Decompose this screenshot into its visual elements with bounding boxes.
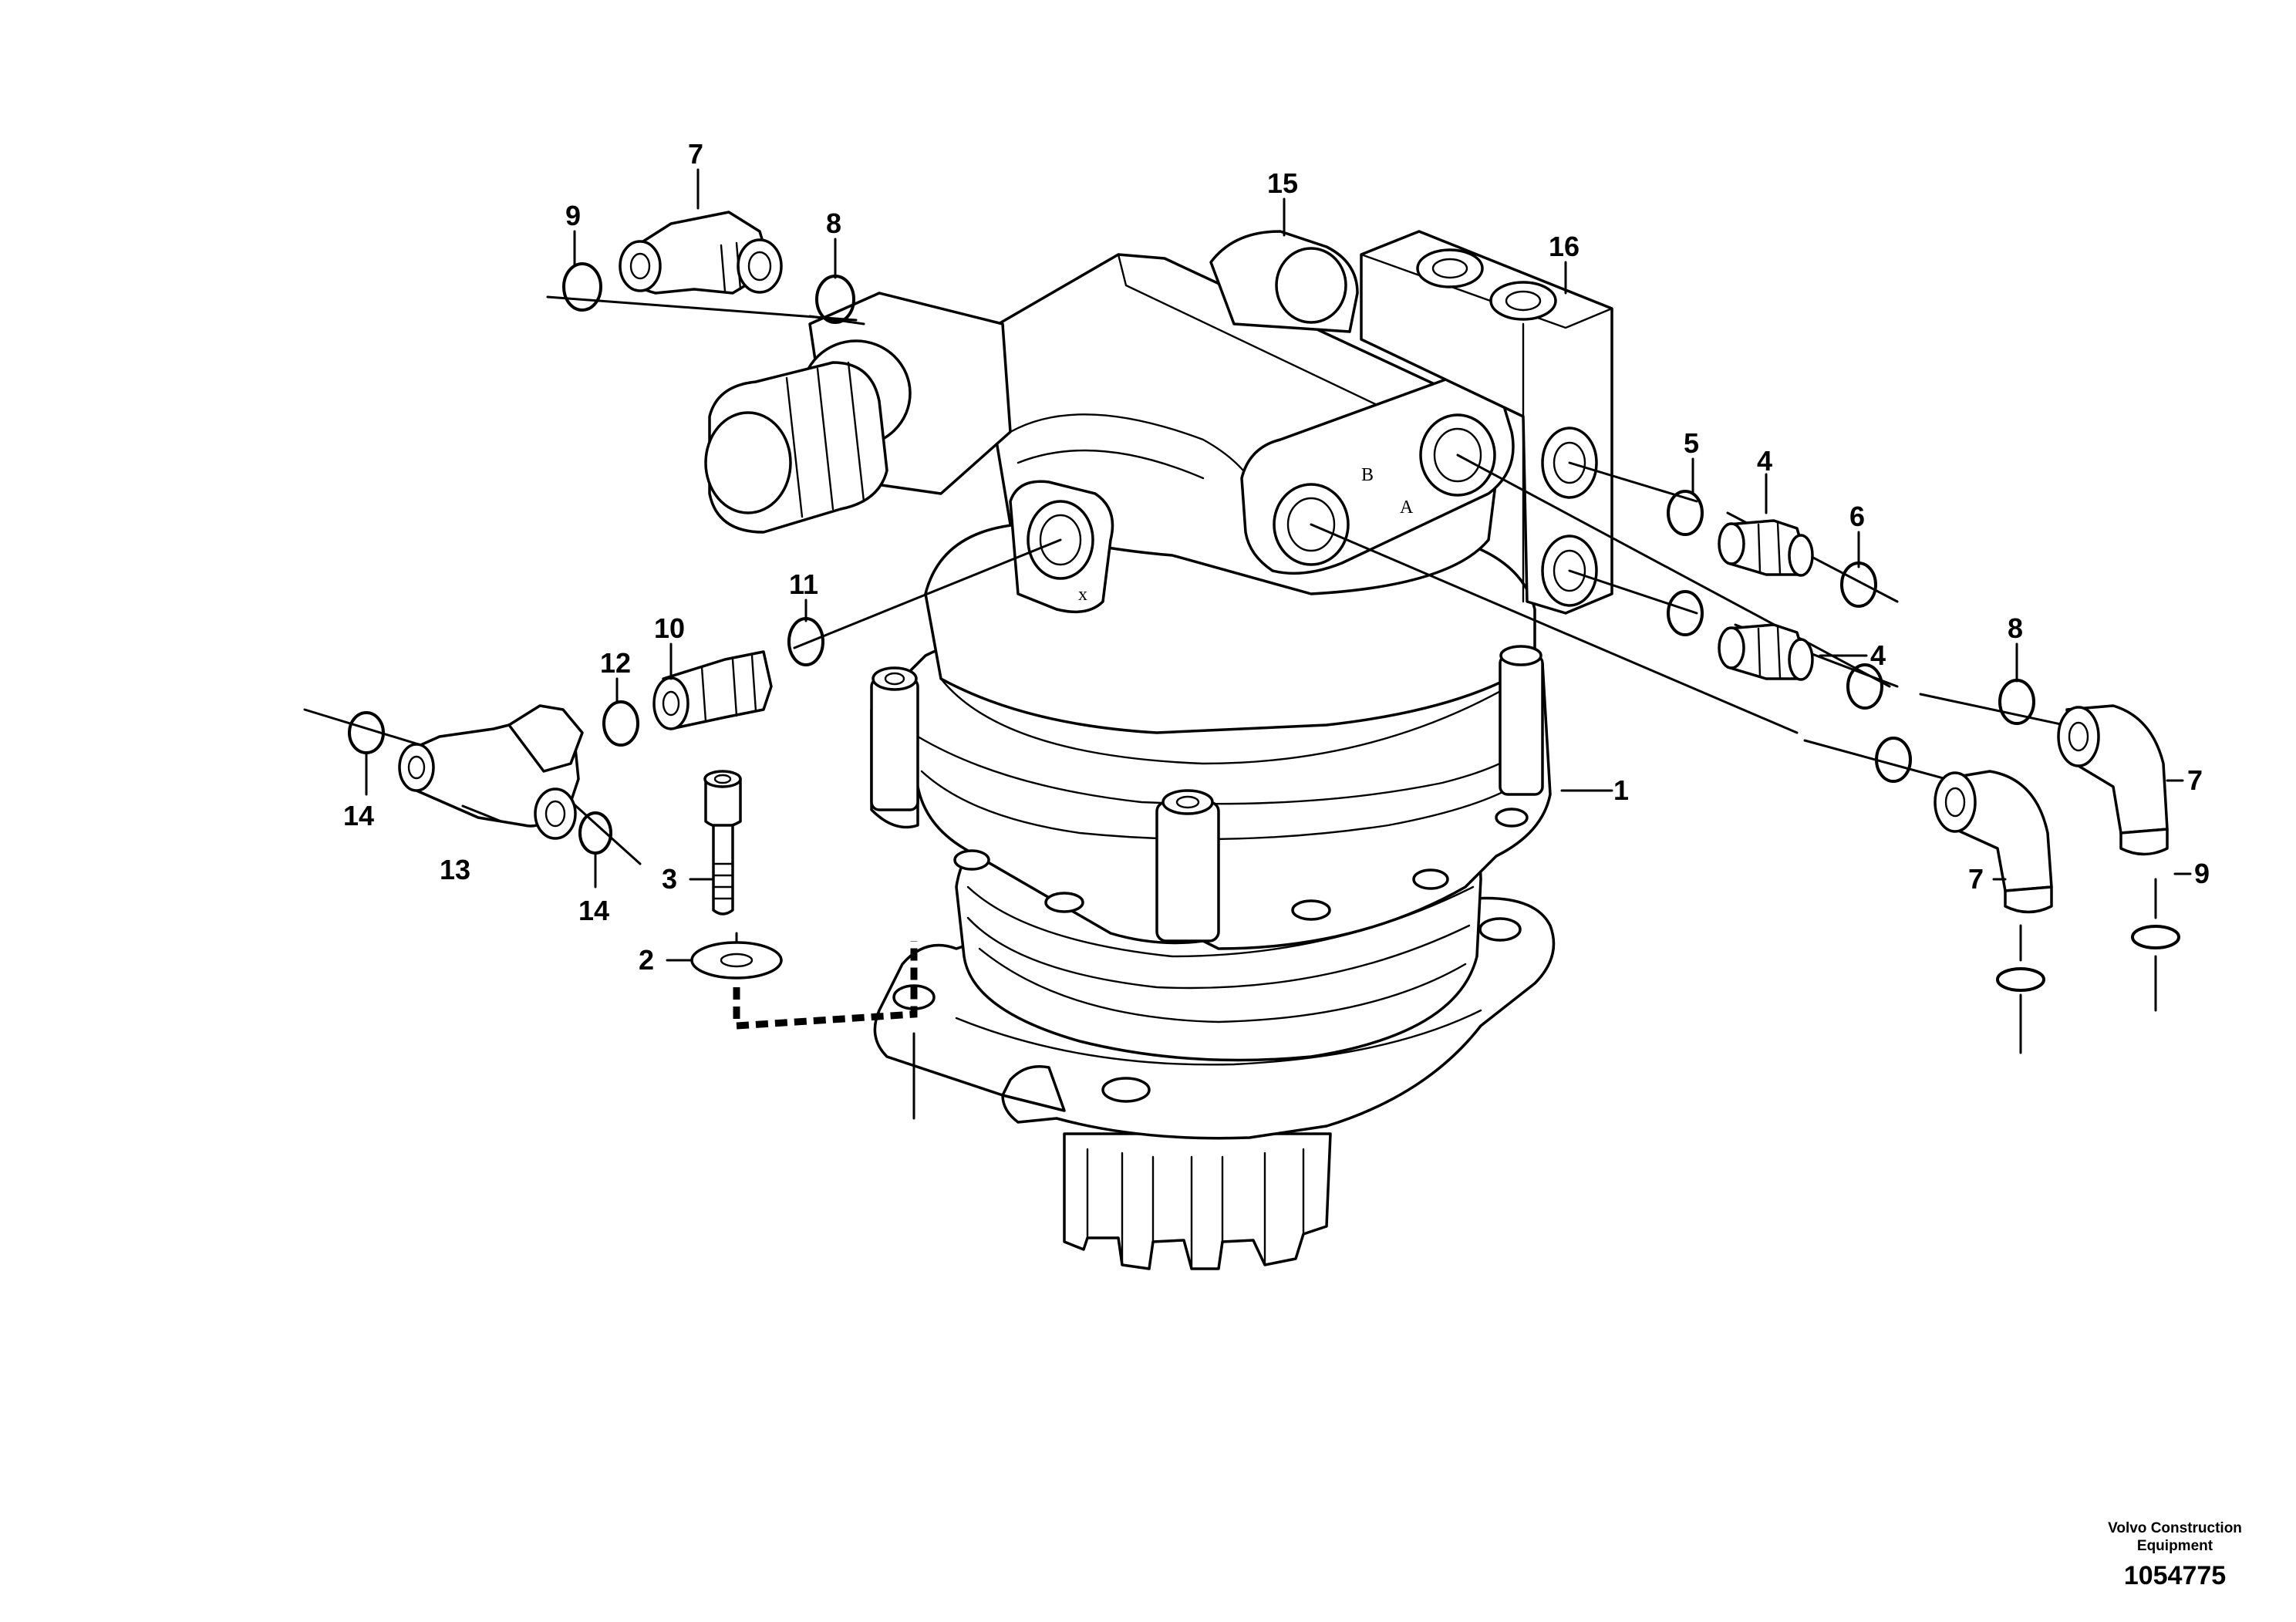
o-ring [787, 617, 824, 666]
o-ring [1998, 679, 2035, 725]
valve-rear-cylinder [1209, 230, 1359, 333]
callout-10: 10 [654, 612, 685, 644]
o-ring [1875, 737, 1912, 783]
callout-13: 13 [440, 854, 470, 885]
callout-leaders [365, 168, 2192, 962]
figure-number: 1054775 [2123, 1561, 2227, 1590]
callout-8-top: 8 [826, 207, 841, 239]
callout-9-right: 9 [2194, 858, 2210, 889]
pinion-gear [1063, 1132, 1332, 1270]
callout-11: 11 [789, 568, 818, 600]
o-ring [348, 711, 385, 754]
callout-5: 5 [1684, 427, 1699, 459]
flange-bolt-hole [1101, 1077, 1151, 1103]
o-ring [2131, 925, 2180, 949]
callout-14-right: 14 [578, 895, 609, 926]
housing-bolt-head [953, 849, 990, 871]
callout-7-top: 7 [688, 138, 703, 170]
o-ring [562, 262, 602, 312]
elbow-fitting-right-lower [1934, 770, 2053, 914]
o-ring [1846, 663, 1883, 710]
port-b-marking: B [1361, 465, 1374, 485]
callout-7-right-upper: 7 [2187, 764, 2203, 796]
callout-4-lower: 4 [1870, 639, 1886, 671]
o-ring [1667, 590, 1704, 636]
cap-screw-head [1489, 281, 1557, 321]
brand-line-1: Volvo Construction [2108, 1520, 2242, 1536]
brand-line-2: Equipment [2136, 1538, 2213, 1554]
port-x-marking: x [1078, 585, 1087, 605]
washer-2 [690, 941, 783, 980]
callout-12: 12 [600, 647, 631, 679]
relief-valve-end [704, 411, 792, 514]
cap-screw-3 [703, 770, 742, 916]
elbow-fitting-top [619, 211, 783, 295]
straight-adapter-4-upper [1718, 519, 1814, 577]
o-ring [1996, 967, 2045, 992]
callout-8-right: 8 [2008, 612, 2023, 644]
o-ring [578, 811, 612, 855]
callout-14-left: 14 [343, 800, 374, 831]
callout-16: 16 [1549, 231, 1580, 262]
callout-7-right-lower: 7 [1968, 863, 1984, 895]
straight-adapter-4-lower [1718, 623, 1814, 681]
housing-bolt-head [1412, 868, 1449, 890]
housing-bolt-boss-left [870, 666, 919, 811]
callout-2: 2 [639, 944, 654, 976]
o-ring [1667, 490, 1704, 536]
port-boss-x: x [1009, 480, 1114, 614]
relief-valve-cap [704, 292, 1012, 534]
o-ring [1840, 561, 1877, 608]
valve-block: B A x [704, 230, 1515, 614]
callout-numbers: 1 2 3 4 4 5 6 7 7 7 8 8 9 9 10 11 12 13 … [343, 138, 2210, 976]
callout-6: 6 [1849, 501, 1865, 532]
callout-4-upper: 4 [1757, 445, 1772, 477]
flange-bolt-hole [1478, 917, 1522, 942]
brand-caption: Volvo Construction Equipment [2082, 1519, 2267, 1555]
straight-adapter-10 [652, 650, 773, 730]
callout-15: 15 [1267, 167, 1298, 199]
housing-bolt-boss-front [1155, 789, 1220, 943]
housing-bolt-head [1044, 892, 1084, 913]
housing-bolt-head [1495, 808, 1529, 828]
tee-fitting-13 [398, 704, 584, 840]
housing-bolt-head [1291, 899, 1331, 921]
callout-3: 3 [662, 863, 677, 895]
callout-1: 1 [1613, 774, 1629, 806]
port-a-marking: A [1400, 497, 1414, 518]
o-ring [602, 700, 639, 747]
elbow-fitting-right-upper [2057, 704, 2169, 856]
cap-screw-head [1416, 248, 1484, 288]
housing-bolt-boss-right [1499, 645, 1544, 796]
callout-9-top: 9 [565, 200, 581, 231]
